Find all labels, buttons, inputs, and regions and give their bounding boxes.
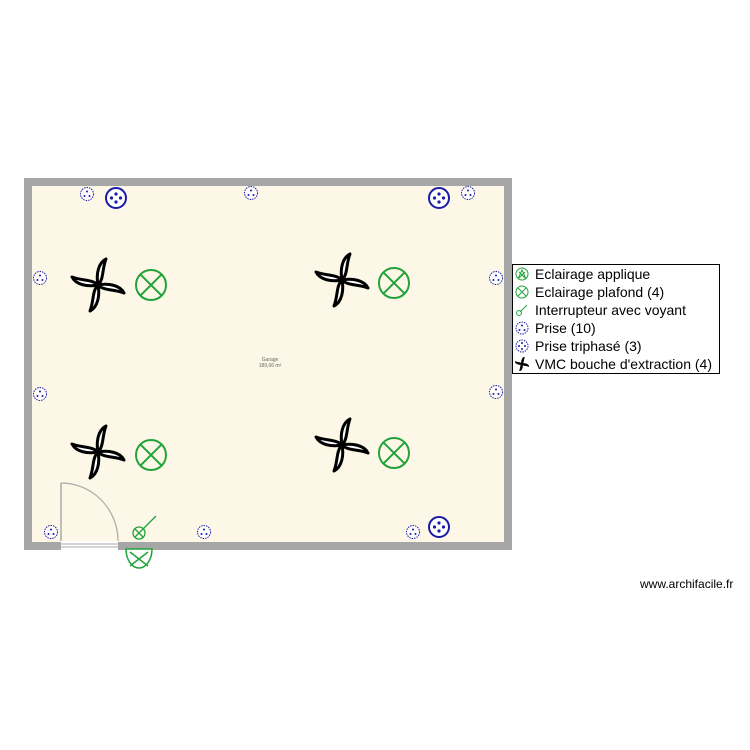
outlet-icon[interactable] <box>44 525 58 539</box>
outlet-icon[interactable] <box>489 385 503 399</box>
legend-item: Interrupteur avec voyant <box>513 301 719 319</box>
wall-light-icon <box>515 267 529 281</box>
legend-item: Eclairage applique <box>513 265 719 283</box>
room-name: Garage <box>261 357 279 363</box>
outlet-icon[interactable] <box>33 387 47 401</box>
legend-item: Prise (10) <box>513 319 719 337</box>
legend-item: VMC bouche d'extraction (4) <box>513 355 719 373</box>
three-phase-outlet-icon[interactable] <box>428 187 450 209</box>
legend-label: Eclairage plafond (4) <box>535 284 665 300</box>
ceiling-light-icon <box>515 285 529 299</box>
website-link[interactable]: www.archifacile.fr <box>640 577 734 591</box>
outlet-icon[interactable] <box>197 525 211 539</box>
legend-label: Interrupteur avec voyant <box>535 302 686 318</box>
three-phase-outlet-icon[interactable] <box>428 516 450 538</box>
legend: Eclairage applique Eclairage plafond (4)… <box>512 264 720 374</box>
outlet-icon[interactable] <box>489 271 503 285</box>
legend-label: VMC bouche d'extraction (4) <box>535 356 712 372</box>
switch-with-indicator-icon[interactable] <box>132 515 157 540</box>
three-phase-outlet-icon <box>515 339 529 353</box>
legend-label: Prise triphasé (3) <box>535 338 642 354</box>
outlet-icon <box>515 321 529 335</box>
legend-label: Eclairage applique <box>535 266 651 282</box>
outlet-icon[interactable] <box>406 525 420 539</box>
room-area: 189,06 m² <box>258 363 282 369</box>
legend-item: Prise triphasé (3) <box>513 337 719 355</box>
room-label: Garage 189,06 m² <box>250 357 290 369</box>
outlet-icon[interactable] <box>244 186 258 200</box>
outlet-icon[interactable] <box>80 187 94 201</box>
three-phase-outlet-icon[interactable] <box>105 187 127 209</box>
wall-light-icon[interactable] <box>125 548 153 569</box>
outlet-icon[interactable] <box>461 186 475 200</box>
legend-item: Eclairage plafond (4) <box>513 283 719 301</box>
ventilation-fan-icon <box>515 357 529 371</box>
outlet-icon[interactable] <box>33 271 47 285</box>
legend-label: Prise (10) <box>535 320 596 336</box>
room-garage[interactable] <box>24 178 512 550</box>
door[interactable] <box>60 482 119 550</box>
floor <box>32 186 504 542</box>
switch-with-indicator-icon <box>516 304 528 316</box>
